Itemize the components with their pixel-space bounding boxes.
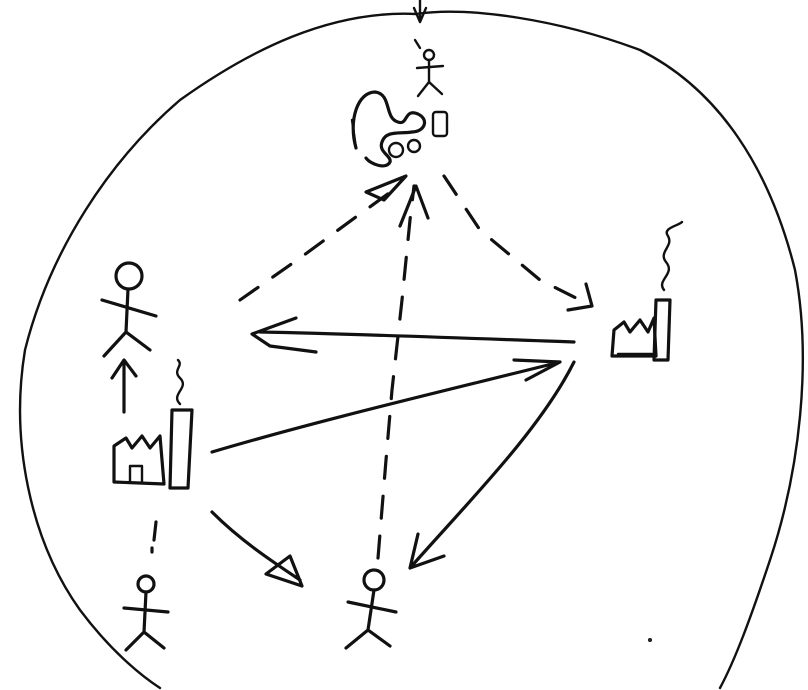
dash-factory-to-bottom-left-person xyxy=(152,522,156,552)
arrow-left-factory-to-bottom-person xyxy=(212,512,302,586)
top-left-arrowhead xyxy=(366,176,406,200)
arrow-left-factory-to-right-factory xyxy=(212,360,560,452)
right-smoke-icon xyxy=(662,222,682,290)
dashed-arrow-left-person-to-top xyxy=(240,188,396,300)
dashed-arrow-top-to-right-factory xyxy=(444,176,588,304)
dashed-arrow-bottom-person-to-top xyxy=(378,186,414,558)
bottom-left-stick-figure-icon xyxy=(124,576,168,650)
arrow-factory-to-left-person xyxy=(112,360,136,412)
stray-mark xyxy=(649,639,651,641)
left-smoke-icon xyxy=(177,360,183,404)
right-factory-icon xyxy=(612,222,682,360)
bottom-center-stick-figure-icon xyxy=(346,570,396,648)
left-factory-icon xyxy=(114,360,192,488)
island-map-icon xyxy=(352,92,447,166)
top-stick-figure-icon xyxy=(415,40,443,96)
top-arrowhead xyxy=(400,186,428,226)
left-stick-figure-icon xyxy=(102,263,156,356)
arrow-right-factory-to-left-person xyxy=(252,318,574,352)
top-tick-mark xyxy=(414,0,426,22)
